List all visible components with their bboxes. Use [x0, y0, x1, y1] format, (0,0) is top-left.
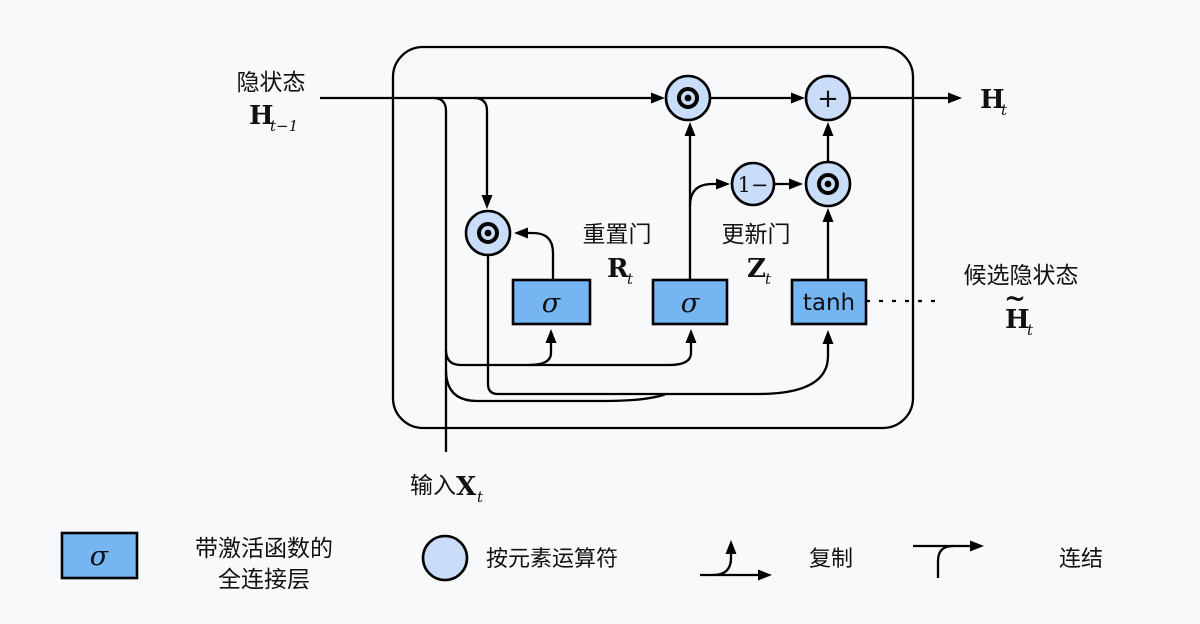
- multiply-candidate-dot: [824, 180, 832, 188]
- multiply-candidate-ring: [817, 173, 839, 195]
- reset-gate-symbol: R: [607, 254, 629, 284]
- tanh-box: tanh: [790, 278, 868, 326]
- update-sigma-label: σ: [681, 288, 701, 319]
- connector-bus-to-reset-sigma: [528, 329, 557, 367]
- output-subscript: t: [1001, 101, 1008, 119]
- hidden-state-label: 隐状态: [237, 69, 306, 95]
- gru-cell-box: [391, 45, 915, 430]
- tanh-rect: [790, 278, 868, 326]
- concat-icon-merge-line: [936, 544, 954, 578]
- elementwise-multiply-update-icon: [664, 74, 712, 122]
- connector-input-to-tanh: [444, 369, 666, 403]
- copy-icon: [700, 540, 772, 581]
- copy-icon-branch-arrow: [712, 540, 737, 577]
- update-sigma-rect: [651, 278, 729, 326]
- legend-elementwise-circle: [421, 534, 469, 582]
- update-sigma-box: σ: [651, 278, 729, 326]
- hidden-state-symbol: H: [249, 101, 274, 131]
- candidate-tilde: ~: [1004, 284, 1026, 314]
- tanh-label: tanh: [803, 290, 855, 316]
- update-gate-subscript: t: [765, 270, 772, 288]
- connector-bus-to-update-sigma: [444, 329, 697, 367]
- one-minus-sign: 1−: [738, 173, 769, 197]
- elementwise-multiply-candidate-icon: [804, 160, 852, 208]
- legend-fc-item: σ 带激活函数的 全连接层: [60, 531, 333, 592]
- candidate-label: 候选隐状态: [964, 262, 1079, 288]
- legend-concat-label: 连结: [1059, 546, 1103, 571]
- update-gate-label: 更新门: [722, 221, 791, 247]
- legend-fc-sigma: σ: [90, 541, 110, 572]
- legend-elementwise-item: 按元素运算符: [421, 534, 618, 582]
- multiply-reset-ring: [477, 222, 499, 244]
- reset-gate-label: 重置门: [583, 221, 652, 247]
- legend: σ 带激活函数的 全连接层 按元素运算符 复制 连结: [60, 531, 1103, 592]
- legend-copy-label: 复制: [809, 546, 853, 571]
- legend-concat-item: 连结: [913, 540, 1103, 578]
- reset-sigma-rect: [511, 278, 592, 326]
- reset-sigma-box: σ: [511, 278, 592, 326]
- legend-elementwise-label: 按元素运算符: [486, 546, 618, 571]
- hidden-state-subscript: t−1: [270, 117, 298, 135]
- update-gate-symbol: Z: [747, 254, 766, 284]
- multiply-reset-dot: [484, 229, 492, 237]
- legend-fc-label-line2: 全连接层: [218, 566, 310, 592]
- connector-input-vertical: [432, 96, 448, 452]
- connector-hidden-to-reset-multiply: [473, 96, 493, 209]
- output-symbol: H: [980, 85, 1005, 115]
- reset-sigma-label: σ: [542, 288, 562, 319]
- elementwise-multiply-reset-icon: [464, 209, 512, 257]
- reset-gate-subscript: t: [627, 270, 634, 288]
- input-label: 输入: [410, 472, 456, 498]
- candidate-symbol: H: [1005, 305, 1030, 335]
- concat-icon: [913, 540, 984, 578]
- input-subscript: t: [477, 488, 484, 506]
- multiply-update-ring: [677, 87, 699, 109]
- multiply-update-dot: [684, 94, 692, 102]
- plus-sign: +: [817, 84, 839, 114]
- legend-fc-label-line1: 带激活函数的: [195, 535, 333, 561]
- input-symbol: X: [456, 472, 477, 502]
- candidate-subscript: t: [1027, 321, 1034, 339]
- legend-copy-item: 复制: [700, 540, 853, 581]
- legend-fc-box: [60, 531, 139, 580]
- plus-node: +: [804, 74, 852, 122]
- one-minus-circle: [730, 161, 776, 207]
- connector-resetmul-to-tanh: [486, 255, 834, 396]
- one-minus-node: 1−: [730, 161, 776, 207]
- connector-update-to-oneminus: [688, 178, 730, 207]
- connector-reset-sigma-to-multiply: [514, 227, 555, 280]
- plus-circle: [804, 74, 852, 122]
